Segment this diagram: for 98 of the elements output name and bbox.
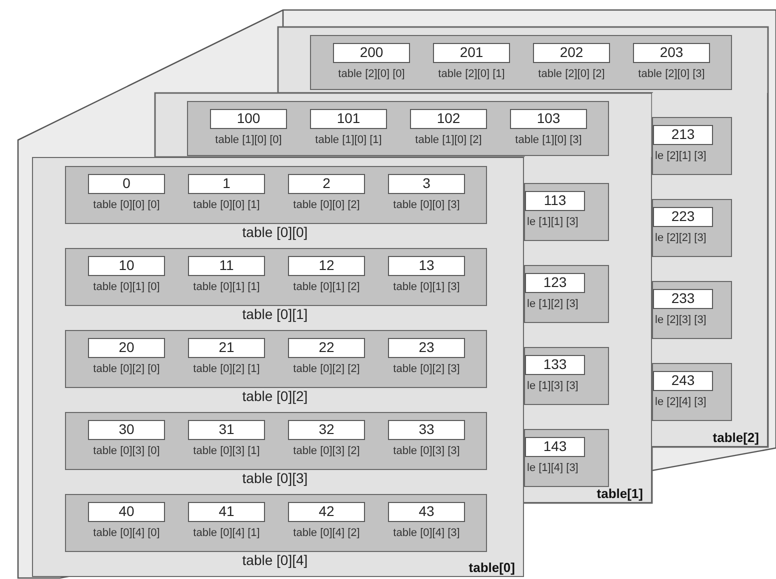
index-label: table [0][1] [2] (292, 280, 361, 294)
index-label: table [0][2] [2] (292, 362, 361, 376)
index-label: le [1][3] [3] (527, 379, 578, 393)
array-layer-panel (524, 157, 652, 503)
index-label: table [0][4] [3] (392, 526, 461, 540)
row-label: table [0][4] (241, 552, 309, 568)
row-panel (65, 494, 487, 552)
index-label: table [1][0] [3] (514, 133, 583, 147)
row-label: table [0][2] (241, 388, 309, 404)
index-label: table [0][2] [1] (192, 362, 261, 376)
index-label: le [1][1] [3] (527, 215, 578, 229)
index-label: table [0][3] [0] (92, 444, 161, 458)
value-box: 42 (288, 502, 365, 522)
row-panel (524, 265, 609, 323)
index-label: le [2][3] [3] (655, 313, 706, 327)
index-label: le [2][1] [3] (655, 149, 706, 163)
index-label: le [2][2] [3] (655, 231, 706, 245)
index-label: le [1][2] [3] (527, 297, 578, 311)
value-box: 202 (533, 43, 610, 63)
row-panel (652, 363, 732, 421)
row-panel (524, 347, 609, 405)
row-panel (65, 248, 487, 306)
index-label: table [0][3] [2] (292, 444, 361, 458)
row-panel (65, 166, 487, 224)
value-box: 113 (525, 191, 585, 211)
value-box: 31 (188, 420, 265, 440)
row-panel (65, 330, 487, 388)
array-layer-panel (32, 157, 524, 577)
index-label: table [0][3] [3] (392, 444, 461, 458)
row-panel (524, 429, 609, 487)
index-label: table [1][0] [2] (414, 133, 483, 147)
value-box: 10 (88, 256, 165, 276)
layer-label: table[2] (712, 430, 759, 445)
index-label: table [0][0] [0] (92, 198, 161, 212)
value-box: 40 (88, 502, 165, 522)
row-panel (652, 281, 732, 339)
row-label: table [0][0] (241, 224, 309, 240)
index-label: table [2][0] [0] (337, 67, 406, 81)
index-label: table [1][0] [1] (314, 133, 383, 147)
value-box: 100 (210, 109, 287, 129)
value-box: 200 (333, 43, 410, 63)
value-box: 22 (288, 338, 365, 358)
layer-label: table[1] (596, 486, 643, 501)
value-box: 43 (388, 502, 465, 522)
index-label: table [0][4] [2] (292, 526, 361, 540)
value-box: 223 (653, 207, 713, 227)
index-label: table [2][0] [3] (637, 67, 706, 81)
value-box: 12 (288, 256, 365, 276)
row-panel (652, 117, 732, 175)
index-label: table [0][0] [2] (292, 198, 361, 212)
index-label: table [1][0] [0] (214, 133, 283, 147)
row-panel (65, 412, 487, 470)
index-label: table [0][2] [0] (92, 362, 161, 376)
value-box: 3 (388, 174, 465, 194)
value-box: 41 (188, 502, 265, 522)
value-box: 13 (388, 256, 465, 276)
value-box: 2 (288, 174, 365, 194)
value-box: 1 (188, 174, 265, 194)
index-label: le [2][4] [3] (655, 395, 706, 409)
index-label: table [0][1] [1] (192, 280, 261, 294)
value-box: 30 (88, 420, 165, 440)
row-panel (187, 101, 609, 156)
value-box: 213 (653, 125, 713, 145)
index-label: table [0][4] [1] (192, 526, 261, 540)
index-label: table [2][0] [1] (437, 67, 506, 81)
index-label: table [0][0] [3] (392, 198, 461, 212)
index-label: table [2][0] [2] (537, 67, 606, 81)
value-box: 32 (288, 420, 365, 440)
index-label: table [0][1] [3] (392, 280, 461, 294)
value-box: 133 (525, 355, 585, 375)
value-box: 23 (388, 338, 465, 358)
index-label: table [0][2] [3] (392, 362, 461, 376)
array-layer-panel (652, 93, 768, 447)
value-box: 102 (410, 109, 487, 129)
index-label: table [0][3] [1] (192, 444, 261, 458)
value-box: 11 (188, 256, 265, 276)
value-box: 101 (310, 109, 387, 129)
value-box: 33 (388, 420, 465, 440)
row-panel (652, 199, 732, 257)
row-label: table [0][1] (241, 306, 309, 322)
layer-label: table[0] (468, 560, 515, 575)
row-panel (524, 183, 609, 241)
index-label: le [1][4] [3] (527, 461, 578, 475)
value-box: 103 (510, 109, 587, 129)
value-box: 21 (188, 338, 265, 358)
index-label: table [0][0] [1] (192, 198, 261, 212)
index-label: table [0][1] [0] (92, 280, 161, 294)
row-label: table [0][3] (241, 470, 309, 486)
value-box: 143 (525, 437, 585, 457)
row-panel (310, 35, 732, 90)
value-box: 203 (633, 43, 710, 63)
value-box: 201 (433, 43, 510, 63)
value-box: 20 (88, 338, 165, 358)
value-box: 243 (653, 371, 713, 391)
value-box: 0 (88, 174, 165, 194)
index-label: table [0][4] [0] (92, 526, 161, 540)
value-box: 123 (525, 273, 585, 293)
value-box: 233 (653, 289, 713, 309)
